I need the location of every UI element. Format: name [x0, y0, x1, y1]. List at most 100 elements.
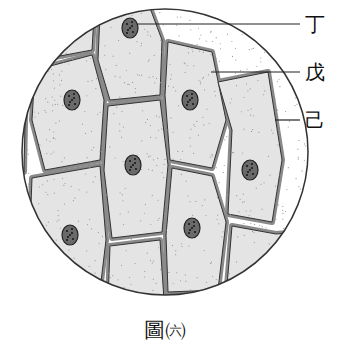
cytoplasm-speckle	[249, 17, 250, 18]
cytoplasm-speckle	[62, 178, 63, 179]
cytoplasm-speckle	[106, 195, 107, 196]
cytoplasm-speckle	[46, 225, 47, 226]
cytoplasm-speckle	[300, 189, 301, 190]
cytoplasm-speckle	[116, 65, 117, 66]
cytoplasm-speckle	[152, 195, 153, 196]
cytoplasm-speckle	[144, 271, 145, 272]
cytoplasm-speckle	[224, 212, 225, 213]
cytoplasm-speckle	[214, 91, 215, 92]
cytoplasm-speckle	[141, 43, 142, 44]
cytoplasm-speckle	[301, 33, 302, 34]
cytoplasm-speckle	[113, 113, 114, 114]
cytoplasm-speckle	[163, 88, 164, 89]
cytoplasm-speckle	[42, 278, 43, 279]
cytoplasm-speckle	[140, 220, 141, 221]
cytoplasm-speckle	[209, 12, 210, 13]
cytoplasm-speckle	[210, 54, 211, 55]
cytoplasm-speckle	[128, 211, 129, 212]
cytoplasm-speckle	[43, 15, 44, 16]
cytoplasm-speckle	[95, 88, 96, 89]
cytoplasm-speckle	[216, 58, 217, 59]
cytoplasm-speckle	[147, 119, 148, 120]
cytoplasm-speckle	[105, 69, 106, 70]
cytoplasm-speckle	[298, 186, 299, 187]
cytoplasm-speckle	[148, 59, 149, 60]
cytoplasm-speckle	[246, 210, 247, 211]
cytoplasm-speckle	[97, 287, 98, 288]
cytoplasm-speckle	[127, 84, 128, 85]
cytoplasm-speckle	[158, 247, 159, 248]
cytoplasm-speckle	[162, 172, 163, 173]
cytoplasm-speckle	[93, 181, 94, 182]
cytoplasm-speckle	[36, 68, 37, 69]
cytoplasm-speckle	[60, 96, 61, 97]
cytoplasm-speckle	[263, 298, 264, 299]
cytoplasm-speckle	[21, 177, 22, 178]
cytoplasm-speckle	[154, 55, 155, 56]
cytoplasm-speckle	[203, 77, 204, 78]
cytoplasm-speckle	[147, 31, 148, 32]
cytoplasm-speckle	[82, 52, 83, 53]
chromatin-dot	[134, 158, 136, 160]
cytoplasm-speckle	[244, 235, 245, 236]
cytoplasm-speckle	[161, 91, 162, 92]
cytoplasm-speckle	[36, 219, 37, 220]
cytoplasm-speckle	[166, 229, 167, 230]
cytoplasm-speckle	[193, 65, 194, 66]
cytoplasm-speckle	[74, 280, 75, 281]
cytoplasm-speckle	[190, 289, 191, 290]
cytoplasm-speckle	[282, 213, 283, 214]
part-label: 丁	[305, 13, 325, 35]
cytoplasm-speckle	[148, 61, 149, 62]
cytoplasm-speckle	[173, 132, 174, 133]
cytoplasm-speckle	[56, 239, 57, 240]
part-label: 己	[305, 109, 325, 131]
cytoplasm-speckle	[278, 204, 279, 205]
cytoplasm-speckle	[246, 68, 247, 69]
cytoplasm-speckle	[144, 213, 145, 214]
cytoplasm-speckle	[42, 184, 43, 185]
cytoplasm-speckle	[288, 259, 289, 260]
cytoplasm-speckle	[86, 12, 87, 13]
cytoplasm-speckle	[38, 203, 39, 204]
cytoplasm-speckle	[51, 69, 52, 70]
cytoplasm-speckle	[24, 237, 25, 238]
cytoplasm-speckle	[263, 37, 264, 38]
cytoplasm-speckle	[95, 260, 96, 261]
chromatin-dot	[251, 167, 253, 169]
cytoplasm-speckle	[187, 196, 188, 197]
cytoplasm-speckle	[93, 38, 94, 39]
cytoplasm-speckle	[152, 170, 153, 171]
cytoplasm-speckle	[53, 73, 54, 74]
cytoplasm-speckle	[23, 18, 24, 19]
cytoplasm-speckle	[21, 66, 22, 67]
chromatin-dot	[132, 164, 134, 166]
nucleus	[122, 18, 138, 38]
cytoplasm-speckle	[54, 254, 55, 255]
cytoplasm-speckle	[288, 28, 289, 29]
cytoplasm-speckle	[289, 121, 290, 122]
cytoplasm-speckle	[301, 92, 302, 93]
cytoplasm-speckle	[243, 223, 244, 224]
cytoplasm-speckle	[95, 15, 96, 16]
cytoplasm-speckle	[209, 123, 210, 124]
chromatin-dot	[131, 21, 133, 23]
cytoplasm-speckle	[141, 169, 142, 170]
cytoplasm-speckle	[34, 111, 35, 112]
cytoplasm-speckle	[268, 156, 269, 157]
chromatin-dot	[66, 239, 68, 241]
cytoplasm-speckle	[131, 239, 132, 240]
cytoplasm-speckle	[86, 95, 87, 96]
cell-body	[8, 70, 26, 174]
cytoplasm-speckle	[298, 159, 299, 160]
cytoplasm-speckle	[114, 76, 115, 77]
cytoplasm-speckle	[73, 200, 74, 201]
cytoplasm-speckle	[204, 199, 205, 200]
cytoplasm-speckle	[91, 228, 92, 229]
cytoplasm-speckle	[95, 272, 96, 273]
cytoplasm-speckle	[272, 133, 273, 134]
cytoplasm-speckle	[232, 280, 233, 281]
cytoplasm-speckle	[44, 242, 45, 243]
cytoplasm-speckle	[299, 12, 300, 13]
